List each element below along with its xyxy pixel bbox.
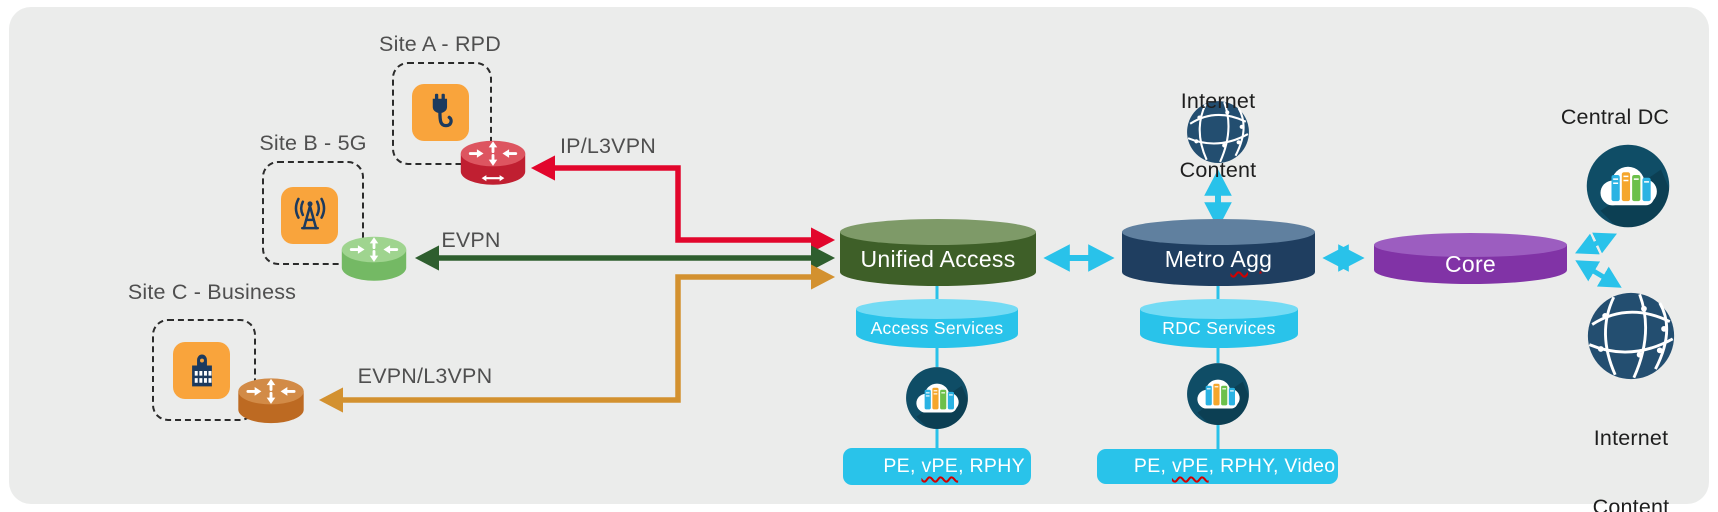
metro-agg-node: Metro Agg [1122,219,1315,286]
pe-access-box: PE, vPE, RPHY [843,448,1031,485]
internet-content-right-label: Internet Content [1592,426,1670,512]
rdc-services-label: RDC Services [1162,318,1276,338]
site-c-label: Site C - Business [127,280,297,304]
pe-access-text-post: , RPHY [958,455,1025,477]
ethernet-plug-icon [432,93,453,127]
site-c-router-icon [238,378,304,424]
access-services-label: Access Services [870,318,1004,338]
rdc-cloud-datacenter-icon [1187,363,1249,425]
site-c-dashed-box [152,319,256,421]
internet-top-globe-icon [1187,101,1249,163]
central-dc-label: Central DC [1560,105,1670,129]
site-a-tile [412,84,469,141]
access-services-node: Access Services [856,299,1018,348]
link-evpn-label: EVPN [441,228,501,252]
core-label: Core [1444,250,1497,277]
internet-content-top-label: Internet Content [1179,89,1257,182]
unified-access-label: Unified Access [860,246,1016,272]
pe-rdc-text-post: , RPHY, Video [1208,455,1336,477]
central-dc-cloud-datacenter-icon [1586,144,1670,228]
link-ip-l3vpn-label: IP/L3VPN [559,134,656,158]
site-a-router-icon [460,140,526,185]
pe-rdc-text-vpe: vPE [1171,455,1209,477]
site-a-label: Site A - RPD [379,32,501,56]
access-cloud-datacenter-icon [906,367,968,429]
arrow-core-internet [1575,260,1622,288]
building-icon [191,354,212,386]
metro-agg-label: Metro Agg [1164,246,1273,272]
link-evpn-l3vpn-label: EVPN/L3VPN [357,364,493,388]
core-node: Core [1374,233,1567,284]
pe-access-text-vpe: vPE [921,455,959,477]
pe-access-text-pre: PE, [883,455,922,477]
antenna-icon [294,197,325,229]
unified-access-node: Unified Access [840,219,1036,286]
service-connector-lines [935,285,1220,451]
site-b-label: Site B - 5G [259,131,367,155]
pe-rdc-text-pre: PE, [1133,455,1172,477]
site-c-tile [173,342,230,399]
internet-right-globe-icon [1587,292,1675,380]
site-b-router-icon [341,236,407,281]
rdc-services-node: RDC Services [1140,299,1298,348]
site-b-tile [281,187,338,244]
arrow-core-centraldc [1575,232,1617,255]
site-b-dashed-box [262,161,364,265]
pe-rdc-box: PE, vPE, RPHY, Video [1097,449,1338,484]
arrow-evpn-l3vpn [318,264,836,413]
arrow-ip-l3vpn [530,155,836,253]
site-a-dashed-box [392,62,492,165]
